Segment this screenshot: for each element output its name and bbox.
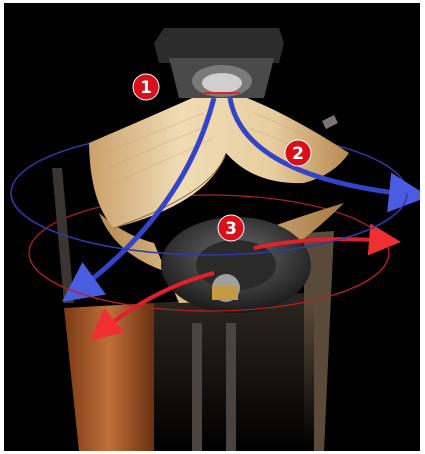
upper-horn-wood <box>89 95 349 228</box>
speaker-cutaway-illustration: 1 2 3 <box>4 3 420 451</box>
marker-2: 2 <box>285 140 311 166</box>
svg-text:1: 1 <box>140 78 152 98</box>
speaker-illustration-svg: 1 2 3 <box>4 3 420 451</box>
tweeter-housing-top <box>154 28 284 63</box>
driver-voice-coil <box>212 286 238 300</box>
cabinet-rod-1 <box>192 323 202 451</box>
marker-1: 1 <box>133 74 159 100</box>
marker-3: 3 <box>218 215 244 241</box>
svg-text:3: 3 <box>225 219 237 239</box>
cabinet-rod-2 <box>226 323 236 451</box>
svg-text:2: 2 <box>292 144 304 164</box>
tweeter-dome <box>202 73 242 93</box>
bracket-right <box>322 115 338 129</box>
